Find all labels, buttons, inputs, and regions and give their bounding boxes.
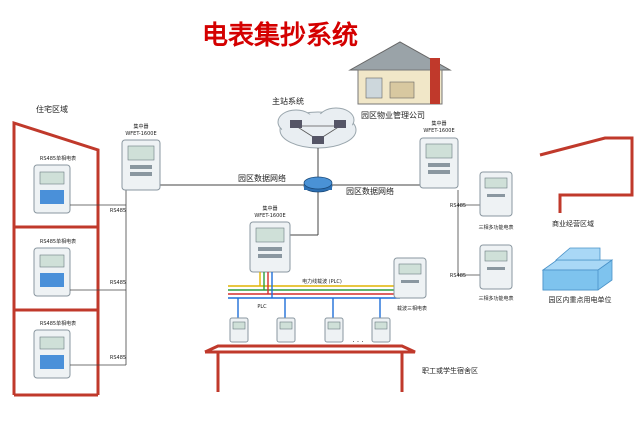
plc-label: PLC <box>257 304 267 310</box>
rs485-label-3: RS485 <box>110 355 126 361</box>
residential-meter-1 <box>33 164 71 214</box>
plc-meter-1 <box>229 317 249 343</box>
master-station-cloud <box>277 107 357 149</box>
meter-label-3: RS485单相电表 <box>40 320 76 327</box>
rs485-label-5: RS485 <box>450 273 466 279</box>
plc-bus <box>228 272 401 318</box>
concentrator-right-model: WFET-1600E <box>423 128 454 134</box>
plc-meter-3 <box>324 317 344 343</box>
rs485-label-1: RS485 <box>110 208 126 214</box>
key-users-blocks <box>541 247 614 291</box>
three-phase-meter-2 <box>479 244 513 290</box>
three-phase-label-2: 三相多功能电表 <box>478 295 513 302</box>
business-building <box>539 136 634 213</box>
router-icon <box>303 176 333 193</box>
meter-label-2: RS485单相电表 <box>40 238 76 245</box>
business-area-label: 商业经营区域 <box>552 219 594 228</box>
network-left-label: 园区数据网络 <box>238 173 286 183</box>
dormitory-building <box>204 344 416 392</box>
three-phase-label-1: 三相多功能电表 <box>478 224 513 231</box>
residential-building <box>12 120 100 397</box>
meter-label-1: RS485单相电表 <box>40 155 76 162</box>
concentrator-center-label: 集中器 <box>262 205 277 212</box>
rs485-label-4: RS485 <box>450 203 466 209</box>
concentrator-center <box>249 221 291 273</box>
master-station-label: 主站系统 <box>272 96 304 106</box>
plc-meter-4 <box>371 317 391 343</box>
concentrator-left-model: WFET-1600E <box>125 131 156 137</box>
network-right-label: 园区数据网络 <box>346 186 394 196</box>
carrier-meter <box>393 257 427 299</box>
rs485-label-2: RS485 <box>110 280 126 286</box>
ellipsis: · · · <box>352 338 363 346</box>
concentrator-center-model: WFET-1600E <box>254 213 285 219</box>
plc-meter-2 <box>276 317 296 343</box>
carrier-meter-label: 载波三相电表 <box>397 305 427 312</box>
residential-meter-3 <box>33 329 71 379</box>
property-company-building <box>348 41 452 105</box>
dormitory-label: 职工或学生宿舍区 <box>422 366 478 375</box>
concentrator-right-label: 集中器 <box>431 120 446 127</box>
concentrator-right <box>419 137 459 189</box>
residential-meter-2 <box>33 247 71 297</box>
concentrator-left <box>121 139 161 191</box>
three-phase-meter-1 <box>479 171 513 217</box>
concentrator-left-label: 集中器 <box>133 123 148 130</box>
property-company-label: 园区物业管理公司 <box>361 110 425 120</box>
diagram-title: 电表集抄系统 <box>202 20 358 51</box>
key-users-label: 园区内重点用电单位 <box>549 295 612 304</box>
plc-bus-label: 电力线载波 (PLC) <box>302 278 342 285</box>
residential-label: 住宅区域 <box>36 104 68 114</box>
